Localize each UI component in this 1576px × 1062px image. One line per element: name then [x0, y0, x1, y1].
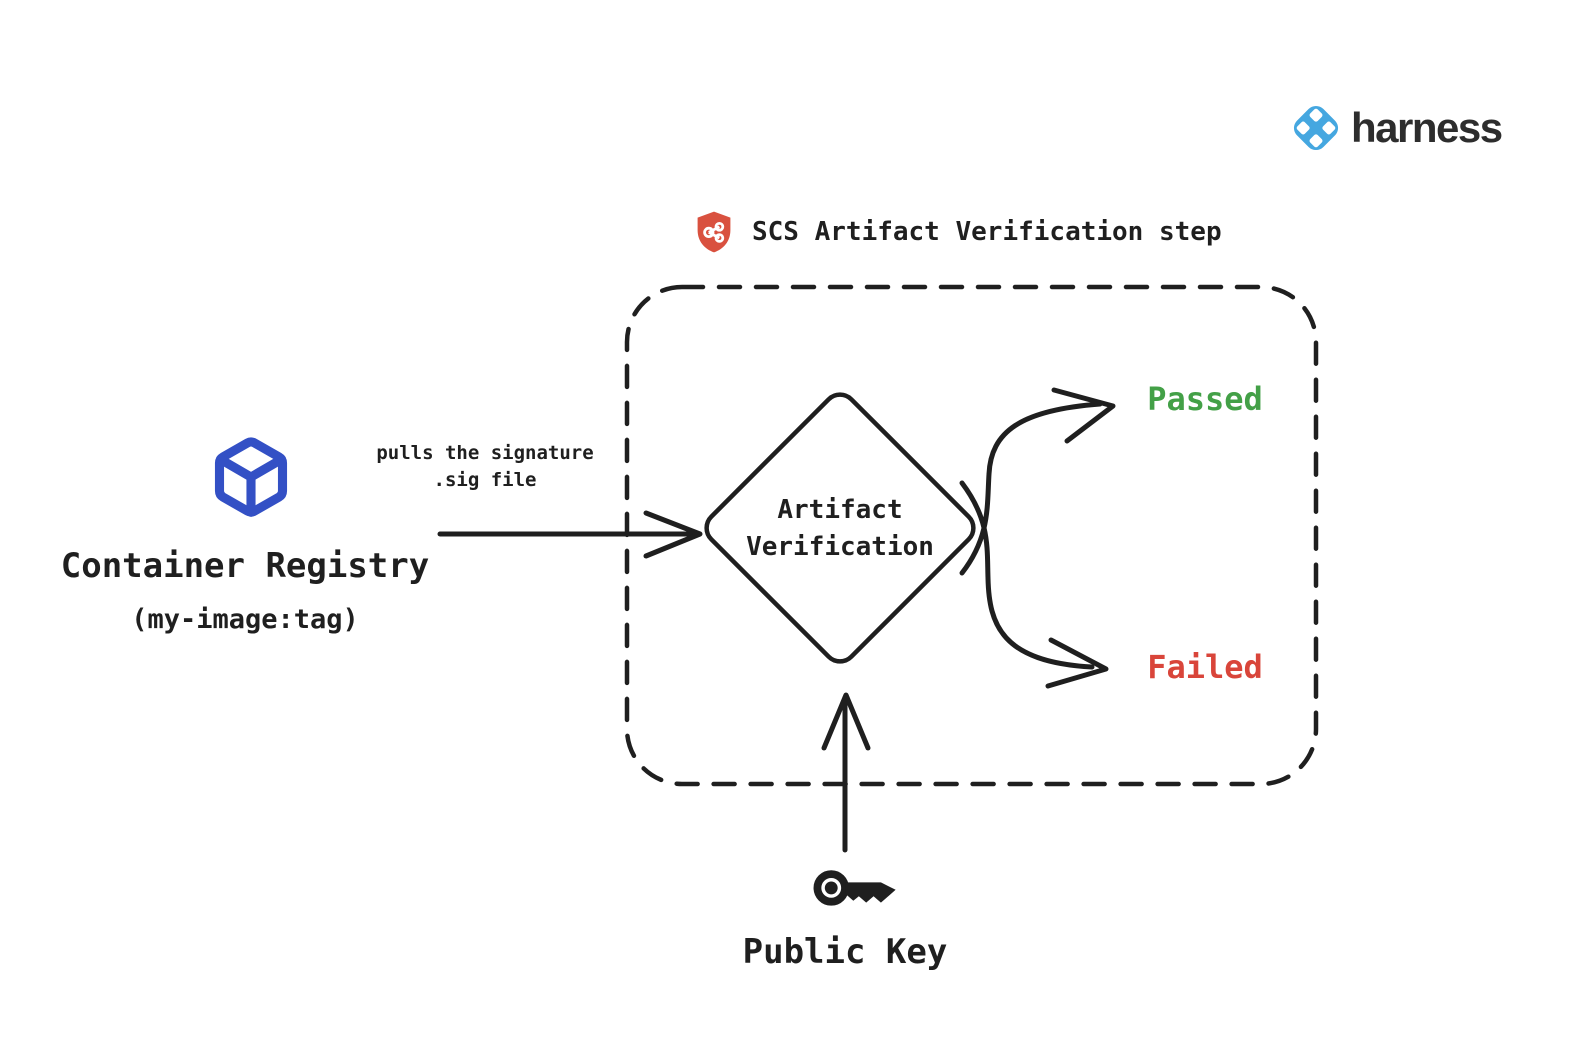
- ink-group: [437, 284, 1319, 853]
- container-registry-icon: [214, 437, 288, 517]
- artifact-verification-label-line2: Verification: [746, 532, 934, 562]
- step-title-text: SCS Artifact Verification step: [752, 217, 1222, 247]
- harness-logo: harness: [1288, 100, 1503, 156]
- harness-logo-icon: [1293, 105, 1339, 151]
- artifact-verification-label: Artifact Verification: [715, 492, 965, 566]
- public-key-arrowhead: [821, 692, 871, 751]
- failed-arrowhead: [1045, 637, 1109, 689]
- pull-arrowhead: [643, 510, 703, 559]
- artifact-verification-label-line1: Artifact: [777, 495, 903, 525]
- harness-logo-text: harness: [1351, 104, 1503, 151]
- key-icon: [813, 870, 896, 906]
- failed-label: Failed: [1147, 648, 1263, 686]
- container-registry-sublabel: (my-image:tag): [131, 604, 359, 635]
- passed-arrow-line: [959, 401, 1103, 576]
- step-title: SCS Artifact Verification step: [690, 208, 1222, 256]
- passed-label: Passed: [1147, 380, 1263, 418]
- pull-edge-label: pulls the signature .sig file: [355, 440, 615, 494]
- shield-icon: [697, 211, 731, 253]
- pull-edge-label-line2: .sig file: [433, 469, 537, 491]
- container-registry-label: Container Registry: [60, 546, 430, 586]
- public-key-label: Public Key: [742, 932, 948, 972]
- failed-arrow-line: [959, 480, 1095, 670]
- passed-arrowhead: [1051, 387, 1116, 444]
- pull-edge-label-line1: pulls the signature: [376, 442, 594, 464]
- artifact-verification-diamond-shape: [704, 392, 976, 664]
